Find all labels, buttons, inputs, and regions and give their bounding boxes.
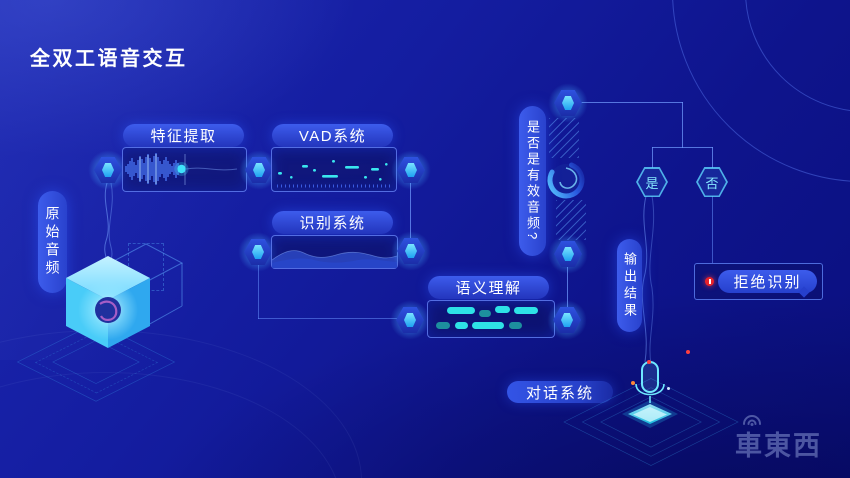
- semantic-tokens-icon: [436, 306, 538, 329]
- yes-node: 是: [636, 167, 668, 197]
- waveform-icon: [125, 153, 238, 185]
- validity-decision-node: 是否是有效音频?: [519, 106, 546, 256]
- hatch-decoration: [549, 118, 579, 158]
- connector-branch-down: [682, 102, 683, 148]
- feature-extraction-box: [122, 147, 247, 192]
- microphone-icon: [622, 361, 678, 428]
- recognition-system-box: [271, 235, 398, 269]
- output-result-node: 输出结果: [617, 239, 642, 332]
- connector-recognition-down: [258, 264, 259, 319]
- wifi-arcs-icon: [743, 415, 761, 426]
- accent-dot: [647, 360, 651, 364]
- connector-semantic-to-decision: [567, 266, 568, 308]
- accent-dot: [667, 387, 670, 390]
- hatch-decoration: [556, 200, 586, 240]
- corner-arc-decoration: [672, 0, 850, 182]
- feature-extraction-node: 特征提取: [123, 124, 244, 147]
- reject-recognition-box: 拒绝识别: [694, 263, 823, 300]
- recognition-system-node: 识别系统: [272, 211, 393, 234]
- connector-no-to-reject: [712, 196, 713, 263]
- connector-decision-right: [578, 102, 683, 103]
- vad-activity-icon: [277, 160, 391, 188]
- semantic-understanding-box: [427, 300, 555, 338]
- watermark-logo: 車東西: [735, 431, 822, 461]
- dialogue-system-node: 对话系统: [507, 381, 613, 403]
- hexagon-node: [390, 150, 432, 190]
- hexagon-node: [546, 300, 588, 340]
- accent-dot: [631, 381, 635, 385]
- spectrum-icon: [271, 250, 398, 268]
- hexagon-node: [547, 83, 589, 123]
- hexagon-node: [547, 234, 589, 274]
- reject-recognition-node: 拒绝识别: [718, 270, 817, 293]
- connector-to-yes: [652, 147, 653, 168]
- cube-icon: [66, 243, 184, 348]
- hexagon-node: [238, 150, 280, 190]
- connector-branch-split: [652, 147, 713, 148]
- connector-to-semantic: [258, 318, 398, 319]
- hexagon-node: [389, 300, 431, 340]
- accent-dot: [686, 350, 690, 354]
- hexagon-node: [87, 150, 129, 190]
- raw-audio-node: 原始音频: [38, 191, 67, 293]
- swirl-icon: [547, 161, 585, 199]
- hexagon-node: [237, 232, 279, 272]
- hexagon-node: [390, 231, 432, 271]
- alert-dot-icon: [705, 277, 714, 286]
- semantic-understanding-node: 语义理解: [428, 276, 549, 299]
- page-title: 全双工语音交互: [30, 48, 188, 70]
- no-node: 否: [696, 167, 728, 197]
- connector-vad-to-recognition: [410, 183, 411, 239]
- vad-system-node: VAD系统: [272, 124, 393, 147]
- connector-yes-to-dialogue: [641, 196, 655, 365]
- connector-to-no: [712, 147, 713, 168]
- vad-system-box: [271, 147, 397, 192]
